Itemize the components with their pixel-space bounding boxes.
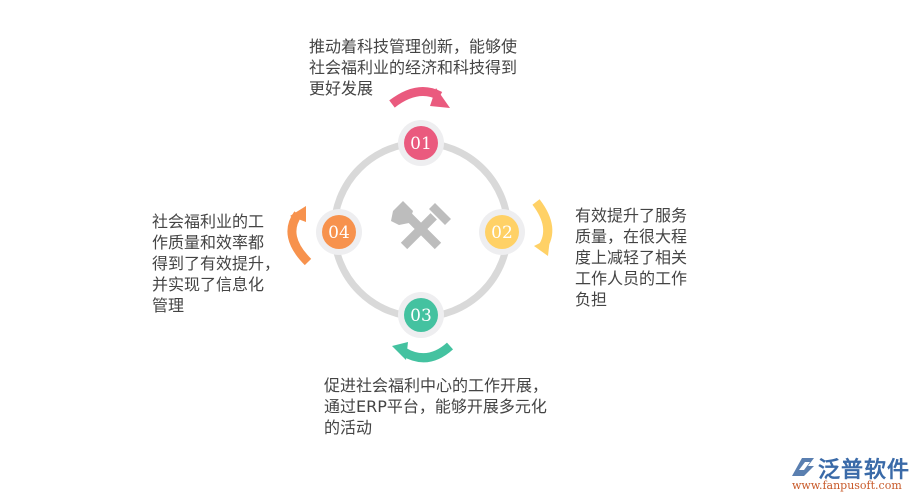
node-04-label: 04 — [328, 223, 350, 243]
arrow-02-icon — [532, 199, 553, 256]
brand-logo: 泛普软件 www.fanpusoft.com — [790, 452, 915, 497]
node-01-label: 01 — [410, 134, 432, 154]
arrow-01-icon — [389, 87, 450, 108]
arrow-04-icon — [287, 206, 312, 266]
node-03: 03 — [398, 292, 444, 338]
node-04-description: 社会福利业的工 作质量和效率都 得到了有效提升， 并实现了信息化 管理 — [152, 212, 281, 315]
node-01-description: 推动着科技管理创新，能够使 社会福利业的经济和科技得到 更好发展 — [309, 37, 518, 98]
arrow-03-icon — [392, 342, 454, 363]
node-02-label: 02 — [491, 223, 513, 243]
node-04: 04 — [316, 209, 362, 255]
logo-url: www.fanpusoft.com — [792, 479, 902, 492]
node-02: 02 — [479, 209, 525, 255]
logo-name: 泛普软件 — [818, 458, 911, 483]
node-01: 01 — [398, 120, 444, 166]
node-02-description: 有效提升了服务 质量，在很大程 度上减轻了相关 工作人员的工作 负担 — [575, 206, 688, 309]
node-03-label: 03 — [410, 306, 432, 326]
logo-mark-icon — [792, 458, 814, 476]
crossed-hammers-icon — [391, 201, 451, 250]
node-03-description: 促进社会福利中心的工作开展， 通过ERP平台，能够开展多元化 的活动 — [324, 376, 549, 437]
